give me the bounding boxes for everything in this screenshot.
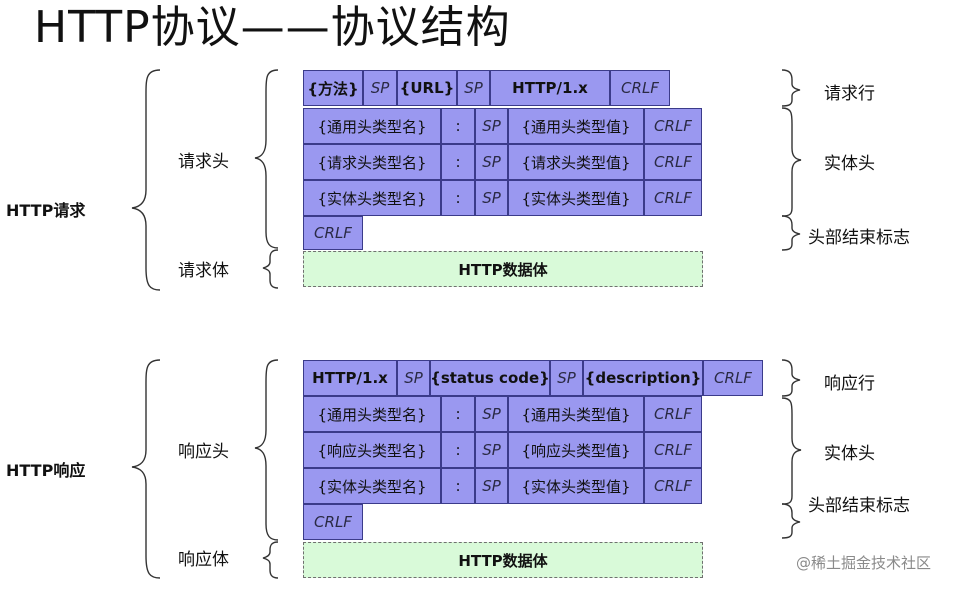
- general-header-name: {通用头类型名}: [303, 108, 441, 144]
- request-entity-header-label: 实体头: [824, 154, 875, 174]
- general-header-value: {通用头类型值}: [508, 108, 644, 144]
- response-header-label: 响应头: [178, 442, 229, 462]
- response-header-name: {响应头类型名}: [303, 432, 441, 468]
- header-crlf: CRLF: [644, 468, 702, 504]
- header-end-crlf: CRLF: [303, 216, 363, 250]
- request-body-label: 请求体: [178, 261, 229, 281]
- status-line-sp: SP: [397, 360, 430, 396]
- status-line-sp: SP: [550, 360, 583, 396]
- header-end-crlf: CRLF: [303, 504, 363, 540]
- response-body-label: 响应体: [178, 550, 229, 570]
- entity-header-name: {实体头类型名}: [303, 180, 441, 216]
- header-crlf: CRLF: [644, 396, 702, 432]
- request-line-version: HTTP/1.x: [490, 70, 610, 106]
- page-title: HTTP协议——协议结构: [34, 2, 511, 53]
- status-line-description: {description}: [583, 360, 703, 396]
- entity-header-name: {实体头类型名}: [303, 468, 441, 504]
- response-header-end-label: 头部结束标志: [808, 496, 910, 516]
- header-crlf: CRLF: [644, 144, 702, 180]
- status-line-label: 响应行: [824, 374, 875, 394]
- request-line-method: {方法}: [303, 70, 363, 106]
- request-line-label: 请求行: [824, 84, 875, 104]
- request-header-name: {请求头类型名}: [303, 144, 441, 180]
- header-sp: SP: [475, 396, 508, 432]
- header-colon: :: [441, 468, 475, 504]
- request-header-end-label: 头部结束标志: [808, 228, 910, 248]
- request-data-body: HTTP数据体: [303, 251, 703, 287]
- status-line-crlf: CRLF: [703, 360, 763, 396]
- header-crlf: CRLF: [644, 432, 702, 468]
- header-crlf: CRLF: [644, 180, 702, 216]
- request-line-sp: SP: [363, 70, 397, 106]
- header-colon: :: [441, 432, 475, 468]
- header-colon: :: [441, 144, 475, 180]
- general-header-name: {通用头类型名}: [303, 396, 441, 432]
- status-line-code: {status code}: [430, 360, 550, 396]
- header-colon: :: [441, 108, 475, 144]
- http-response-label: HTTP响应: [6, 461, 86, 480]
- general-header-value: {通用头类型值}: [508, 396, 644, 432]
- request-line-url: {URL}: [397, 70, 457, 106]
- header-sp: SP: [475, 144, 508, 180]
- status-line-version: HTTP/1.x: [303, 360, 397, 396]
- http-request-label: HTTP请求: [6, 201, 86, 220]
- response-data-body: HTTP数据体: [303, 542, 703, 578]
- header-crlf: CRLF: [644, 108, 702, 144]
- header-sp: SP: [475, 432, 508, 468]
- response-entity-header-label: 实体头: [824, 444, 875, 464]
- request-header-label: 请求头: [178, 152, 229, 172]
- header-sp: SP: [475, 108, 508, 144]
- request-line-crlf: CRLF: [610, 70, 670, 106]
- header-colon: :: [441, 180, 475, 216]
- request-header-value: {请求头类型值}: [508, 144, 644, 180]
- watermark: @稀土掘金技术社区: [796, 554, 932, 572]
- response-header-value: {响应头类型值}: [508, 432, 644, 468]
- entity-header-value: {实体头类型值}: [508, 180, 644, 216]
- header-sp: SP: [475, 468, 508, 504]
- header-colon: :: [441, 396, 475, 432]
- entity-header-value: {实体头类型值}: [508, 468, 644, 504]
- request-line-sp: SP: [457, 70, 490, 106]
- header-sp: SP: [475, 180, 508, 216]
